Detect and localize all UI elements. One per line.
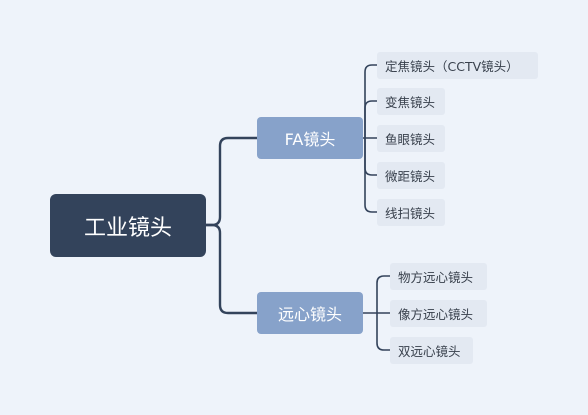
connector-fa-leaf-1 xyxy=(364,64,378,139)
root-node[interactable]: 工业镜头 xyxy=(50,194,206,257)
leaf-node-label: 鱼眼镜头 xyxy=(385,132,436,147)
leaf-node-label: 线扫镜头 xyxy=(385,206,436,221)
connector-fa-leaf-4 xyxy=(364,137,378,176)
root-node-label: 工业镜头 xyxy=(83,215,172,241)
leaf-node[interactable]: 微距镜头 xyxy=(377,162,445,189)
branch-node-label: 远心镜头 xyxy=(277,305,342,324)
leaf-node-label: 像方远心镜头 xyxy=(398,307,474,322)
leaf-node[interactable]: 双远心镜头 xyxy=(390,337,473,364)
leaf-node[interactable]: 线扫镜头 xyxy=(377,199,445,226)
leaf-node-label: 变焦镜头 xyxy=(385,95,436,110)
leaf-node[interactable]: 变焦镜头 xyxy=(377,88,445,115)
leaf-node[interactable]: 定焦镜头（CCTV镜头） xyxy=(377,52,538,79)
leaf-node[interactable]: 鱼眼镜头 xyxy=(377,125,445,152)
leaf-node-label: 物方远心镜头 xyxy=(398,270,474,285)
leaf-node-label: 微距镜头 xyxy=(385,169,436,184)
connector-fa-leaf-5 xyxy=(364,137,378,213)
connector-root-telecentric xyxy=(204,223,259,315)
leaf-node[interactable]: 像方远心镜头 xyxy=(390,300,487,327)
leaf-node-label: 双远心镜头 xyxy=(398,344,461,359)
branch-node-fa-lens[interactable]: FA镜头 xyxy=(257,117,363,159)
branch-node-telecentric-lens[interactable]: 远心镜头 xyxy=(257,292,363,334)
leaf-node[interactable]: 物方远心镜头 xyxy=(390,263,487,290)
branch-node-label: FA镜头 xyxy=(284,130,336,149)
connector-root-fa xyxy=(204,136,259,227)
leaf-node-label: 定焦镜头（CCTV镜头） xyxy=(385,59,519,74)
connector-tel-leaf-3 xyxy=(376,312,391,351)
connector-fa-leaf-2 xyxy=(364,100,378,139)
connector-tel-leaf-1 xyxy=(376,275,391,314)
